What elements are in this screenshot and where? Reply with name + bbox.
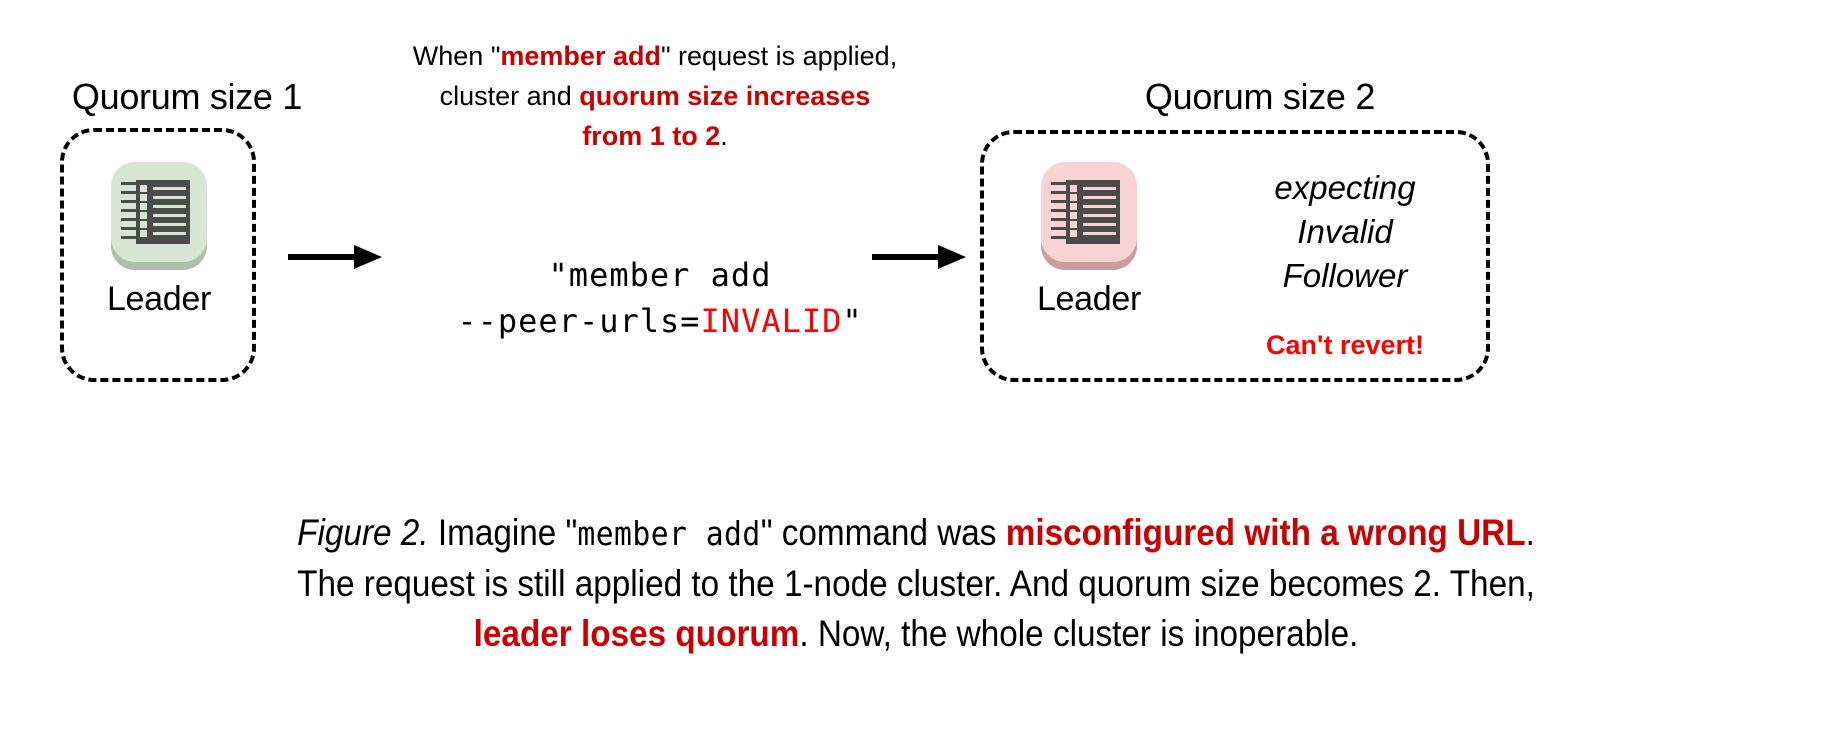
- member-add-command: "member add --peer-urls=INVALID": [430, 252, 890, 344]
- right-leader-node: Leader: [1018, 158, 1160, 319]
- arrow-right-icon: [872, 244, 966, 270]
- top-caption-line3-suffix: .: [720, 121, 728, 151]
- top-caption-highlight-quorum-increases: quorum size increases: [579, 81, 871, 111]
- caption-seg-6: The request is still applied to the 1-no…: [297, 563, 1535, 604]
- cant-revert-warning: Can't revert!: [1266, 330, 1424, 360]
- left-cluster-group-label: Quorum size 1: [71, 76, 303, 117]
- caption-seg-5: .: [1525, 512, 1535, 553]
- top-caption-highlight-from-1-to-2: from 1 to 2: [582, 121, 721, 151]
- right-cluster-group-label: Quorum size 2: [1144, 76, 1376, 117]
- notebook-icon: [1037, 158, 1141, 276]
- right-cluster-boundary: [980, 130, 1490, 382]
- right-leader-node-label: Leader: [1036, 280, 1142, 318]
- caption-seg-8: . Now, the whole cluster is inoperable.: [799, 613, 1359, 654]
- caption-highlight-leader-loses-quorum: leader loses quorum: [473, 613, 800, 654]
- notebook-rows: [140, 185, 188, 240]
- notebook-icon: [107, 158, 211, 276]
- follower-line-follower: Follower: [1282, 257, 1408, 294]
- left-cluster-boundary: [60, 128, 256, 382]
- notebook-rows: [1070, 185, 1118, 240]
- notebook-rings: [121, 182, 137, 244]
- top-explanation-caption: When "member add" request is applied, cl…: [330, 36, 980, 156]
- left-leader-node: Leader: [88, 158, 230, 319]
- caption-highlight-misconfigured: misconfigured with a wrong URL: [1005, 512, 1526, 553]
- expected-follower-text: expecting Invalid Follower: [1215, 166, 1475, 298]
- top-caption-line2-prefix: cluster and: [439, 81, 580, 111]
- top-caption-line1-suffix: " request is applied,: [660, 41, 898, 71]
- figure-caption: Figure 2. Imagine "member add" command w…: [124, 508, 1708, 659]
- figure-number: Figure 2.: [297, 512, 429, 553]
- follower-line-expecting: expecting: [1274, 169, 1416, 206]
- caption-command-mono: member add: [577, 514, 761, 553]
- command-line-2-prefix: --peer-urls=: [457, 302, 701, 340]
- top-caption-line1-prefix: When ": [412, 41, 501, 71]
- notebook-rings: [1051, 182, 1067, 244]
- caption-seg-3: " command was: [760, 512, 1006, 553]
- command-line-1: "member add: [548, 256, 772, 294]
- left-leader-node-label: Leader: [106, 280, 212, 318]
- command-line-2-suffix: ": [842, 302, 863, 340]
- top-caption-highlight-member-add: member add: [500, 41, 661, 71]
- command-invalid-value: INVALID: [700, 302, 843, 340]
- arrow-right-icon: [288, 244, 382, 270]
- follower-line-invalid: Invalid: [1297, 213, 1393, 250]
- caption-seg-1: Imagine ": [428, 512, 578, 553]
